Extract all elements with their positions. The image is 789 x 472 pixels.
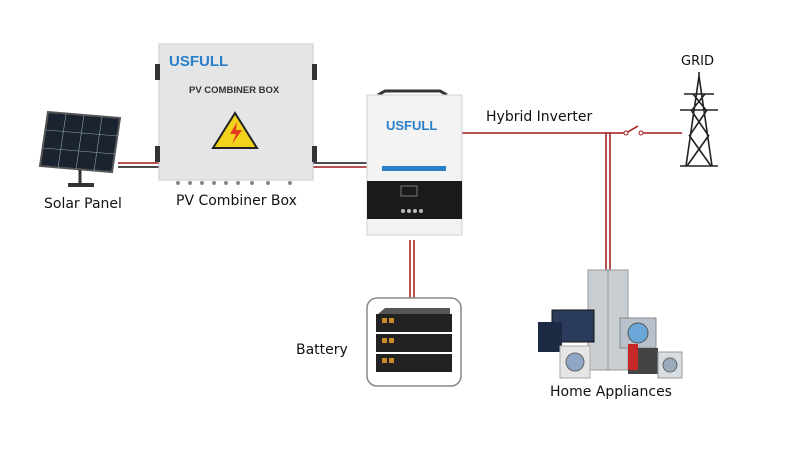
battery-image (366, 297, 462, 387)
combiner-brand-logo: USFULL (169, 53, 228, 70)
home-appliances-label: Home Appliances (550, 384, 672, 400)
hybrid-inverter-label: Hybrid Inverter (486, 109, 593, 125)
solar-panel-label: Solar Panel (44, 196, 122, 212)
combiner-box-label: PV Combiner Box (176, 193, 297, 209)
wire-to-appliances (605, 133, 611, 272)
home-appliances-image (538, 269, 683, 379)
wire-solar-to-combiner (118, 162, 162, 168)
wire-inverter-to-battery (409, 240, 415, 298)
combiner-box-image: USFULL PV COMBINER BOX (155, 43, 317, 185)
hybrid-inverter-image: USFULL (366, 89, 463, 236)
grid-label: GRID (681, 54, 714, 69)
solar-panel-image (38, 110, 122, 187)
combiner-plate-text: PV COMBINER BOX (189, 85, 280, 96)
wire-inverter-to-grid (462, 125, 682, 136)
inverter-brand-logo: USFULL (386, 118, 437, 133)
battery-label: Battery (296, 342, 348, 358)
wire-combiner-to-inverter (312, 162, 370, 168)
grid-tower-icon (680, 72, 718, 167)
